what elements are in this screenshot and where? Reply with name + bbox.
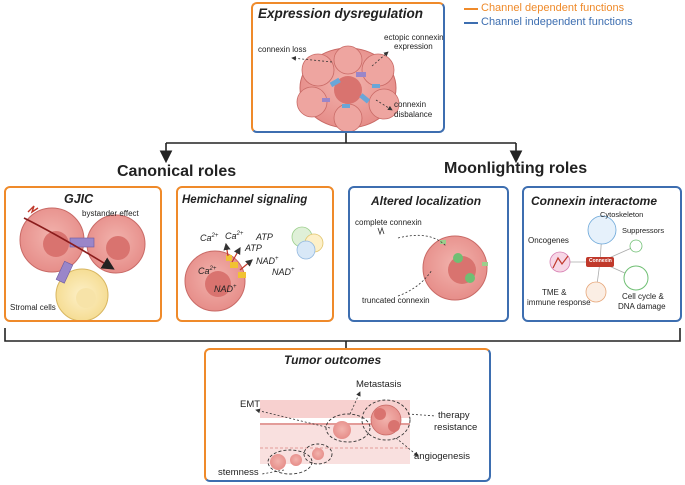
localization-title: Altered localization [371,194,482,208]
tumor-outcomes-box [204,348,491,482]
tumor-cluster-drawing [291,45,400,133]
canonical-roles-heading: Canonical roles [117,163,237,180]
legend-label-independent: Channel independent functions [481,16,633,28]
connexin-loss-label: connexin loss [258,45,307,54]
localization-drawing [377,226,488,301]
nad-label-1: NAD+ [256,256,279,266]
gjic-title: GJIC [64,192,94,206]
ca-label-3: Ca2+ [198,266,217,276]
suppressors-label: Suppressors [622,226,665,235]
gjic-drawing [19,205,146,322]
legend-swatch-dependent [464,8,478,10]
stemness-label: stemness [218,467,259,478]
metastasis-label: Metastasis [356,379,402,390]
legend-swatch-independent [464,22,478,24]
disbalance-label-1: connexin [394,100,427,109]
interactome-drawing [549,215,649,303]
top-connector [159,133,523,164]
atp-label-1: ATP [256,232,273,242]
hemichannel-panel [176,186,334,322]
gjic-panel [4,186,162,322]
complete-connexin-label: complete connexin [355,218,422,227]
localization-panel [348,186,509,322]
tumor-outcomes-title: Tumor outcomes [284,353,382,367]
therapy-label-2: resistance [434,422,478,433]
ca-label-2: Ca2+ [225,231,244,241]
nad-label-3: NAD+ [214,284,237,294]
tme-label-2: immune response [527,298,591,307]
interactome-panel [522,186,682,322]
moonlighting-roles-heading: Moonlighting roles [444,160,588,177]
outcome-bracket [4,328,681,348]
truncated-connexin-label: truncated connexin [362,296,430,305]
atp-label-2: ATP [245,243,262,253]
connexin-center-label: Connexin [589,258,612,264]
emt-label: EMT [240,399,261,410]
ectopic-expression-label-1: ectopic connexin [384,33,444,42]
interactome-title: Connexin interactome [531,194,658,208]
cytoskeleton-label: Cytoskeleton [600,210,644,219]
hemichannel-drawing [184,226,324,312]
nad-label-2: NAD+ [272,267,295,277]
hemichannel-title: Hemichannel signaling [182,194,308,206]
tme-label-1: TME & [542,288,567,297]
outcomes-drawing [255,391,437,475]
cell-cycle-label-2: DNA damage [618,302,666,311]
expression-dysregulation-box [251,2,445,133]
therapy-label-1: therapy [438,410,470,421]
stromal-cells-label: Stromal cells [10,303,56,312]
oncogenes-label: Oncogenes [528,236,569,245]
disbalance-label-2: disbalance [394,110,433,119]
cell-cycle-label-1: Cell cycle & [622,292,664,301]
legend-label-dependent: Channel dependent functions [481,2,625,14]
ectopic-expression-label-2: expression [394,42,433,51]
bystander-effect-label: bystander effect [82,209,139,218]
angiogenesis-label: angiogenesis [414,451,470,462]
expression-dysregulation-title: Expression dysregulation [258,6,424,21]
ca-label-1: Ca2+ [200,233,219,243]
